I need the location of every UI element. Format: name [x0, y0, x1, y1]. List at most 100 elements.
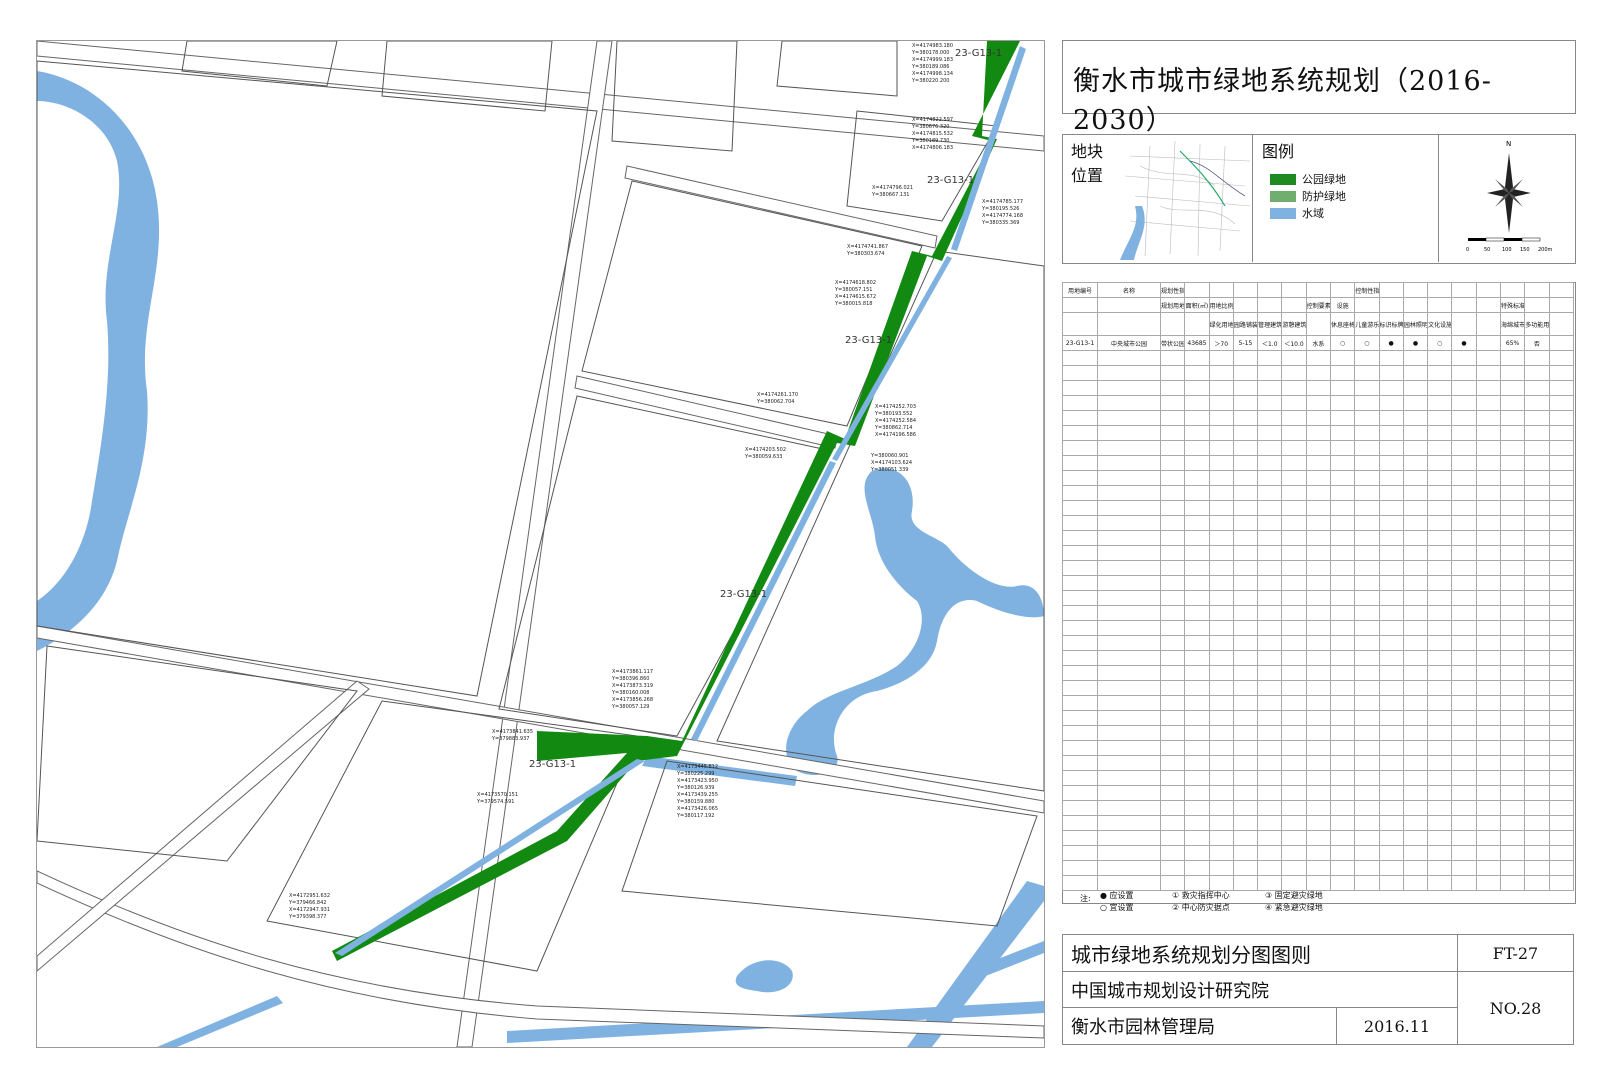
table-cell — [1427, 830, 1453, 846]
table-cell — [1257, 365, 1283, 381]
table-cell — [1354, 380, 1380, 396]
table-cell — [1257, 635, 1283, 651]
table-row — [1062, 485, 1574, 501]
table-cell — [1475, 410, 1501, 426]
table-cell — [1305, 875, 1331, 891]
table-cell — [1524, 635, 1550, 651]
coordinate-label: Y=380015.818 — [834, 301, 872, 307]
table-cell — [1499, 710, 1526, 726]
coordinate-label: Y=380057.129 — [611, 704, 649, 710]
table-row — [1062, 665, 1574, 681]
table-cell: ＜1.0 — [1257, 335, 1283, 351]
table-cell — [1232, 560, 1259, 576]
plan-title: 衡水市城市绿地系统规划（2016-2030） — [1073, 66, 1492, 136]
table-cell — [1475, 440, 1501, 456]
table-row — [1062, 695, 1574, 711]
coordinate-label: Y=380225.299 — [676, 771, 714, 777]
table-cell — [1499, 755, 1526, 771]
table-cell — [1281, 620, 1307, 636]
table-cell — [1159, 485, 1186, 501]
table-cell: ＜10.0 — [1281, 335, 1307, 351]
legend-swatch — [1270, 207, 1296, 219]
coordinate-label: X=4173439.255 — [677, 792, 718, 798]
table-cell — [1354, 440, 1380, 456]
table-cell — [1208, 710, 1234, 726]
table-cell — [1281, 860, 1307, 876]
table-cell — [1062, 800, 1098, 816]
table-cell — [1451, 875, 1477, 891]
table-cell — [1354, 575, 1380, 591]
table-cell — [1475, 620, 1501, 636]
table-cell — [1329, 425, 1356, 441]
table-cell — [1305, 770, 1331, 786]
table-cell — [1378, 350, 1404, 366]
table-cell — [1475, 665, 1501, 681]
table-cell — [1402, 815, 1429, 831]
table-cell: 43685 — [1184, 335, 1210, 351]
table-cell — [1427, 620, 1453, 636]
table-cell — [1257, 485, 1283, 501]
table-cell — [1097, 845, 1161, 861]
map-panel[interactable]: 23-G13-1 23-G13-1 23-G13-1 23-G13-1 23-G… — [36, 40, 1045, 1048]
table-cell: ○ — [1329, 335, 1356, 351]
table-cell — [1097, 770, 1161, 786]
table-cell — [1475, 755, 1501, 771]
legend-item-protect: 防护绿地 — [1270, 188, 1346, 204]
table-cell — [1159, 680, 1186, 696]
coordinate-label: X=4174252.703 — [875, 404, 916, 410]
table-cell — [1062, 575, 1098, 591]
map-canvas[interactable]: 23-G13-1 23-G13-1 23-G13-1 23-G13-1 23-G… — [37, 41, 1044, 1047]
table-cell — [1427, 365, 1453, 381]
table-cell — [1062, 365, 1098, 381]
table-cell — [1354, 365, 1380, 381]
table-cell — [1402, 605, 1429, 621]
table-cell — [1475, 785, 1501, 801]
table-cell — [1427, 455, 1453, 471]
table-cell — [1451, 680, 1477, 696]
table-cell — [1257, 380, 1283, 396]
table-cell — [1097, 410, 1161, 426]
table-cell — [1097, 800, 1161, 816]
table-cell — [1159, 410, 1186, 426]
coordinate-label: X=4174618.802 — [835, 280, 876, 286]
coordinate-label: Y=380862.714 — [874, 425, 912, 431]
table-cell: 规划性指标 — [1159, 282, 1186, 298]
coordinate-label: Y=380667.131 — [871, 192, 909, 198]
coordinate-label: Y=380193.552 — [874, 411, 912, 417]
table-cell — [1305, 395, 1331, 411]
table-cell — [1281, 830, 1307, 846]
table-cell — [1475, 740, 1501, 756]
table-cell — [1402, 365, 1429, 381]
table-cell — [1524, 282, 1550, 298]
table-cell — [1475, 860, 1501, 876]
table-cell — [1208, 785, 1234, 801]
institute-name: 中国城市规划设计研究院 — [1071, 980, 1269, 1002]
table-cell — [1062, 875, 1098, 891]
table-cell — [1281, 680, 1307, 696]
table-cell — [1378, 297, 1404, 313]
table-cell — [1257, 297, 1283, 313]
table-cell — [1232, 725, 1259, 741]
table-cell — [1475, 770, 1501, 786]
table-cell — [1548, 770, 1574, 786]
table-cell — [1232, 860, 1259, 876]
table-cell — [1402, 665, 1429, 681]
table-cell — [1097, 710, 1161, 726]
table-cell — [1232, 800, 1259, 816]
table-cell — [1378, 650, 1404, 666]
table-cell — [1281, 380, 1307, 396]
table-cell — [1378, 395, 1404, 411]
number-cell: NO.28 — [1457, 971, 1574, 1045]
table-cell — [1499, 605, 1526, 621]
table-cell — [1232, 875, 1259, 891]
table-cell — [1402, 575, 1429, 591]
table-cell: 园路铺装 — [1232, 312, 1259, 336]
table-cell — [1159, 515, 1186, 531]
table-cell — [1159, 815, 1186, 831]
coordinate-label: X=4174103.624 — [871, 460, 912, 466]
table-cell — [1378, 545, 1404, 561]
canal-water-3 — [967, 941, 1044, 981]
table-cell — [1305, 815, 1331, 831]
table-cell — [1427, 440, 1453, 456]
table-cell — [1451, 815, 1477, 831]
